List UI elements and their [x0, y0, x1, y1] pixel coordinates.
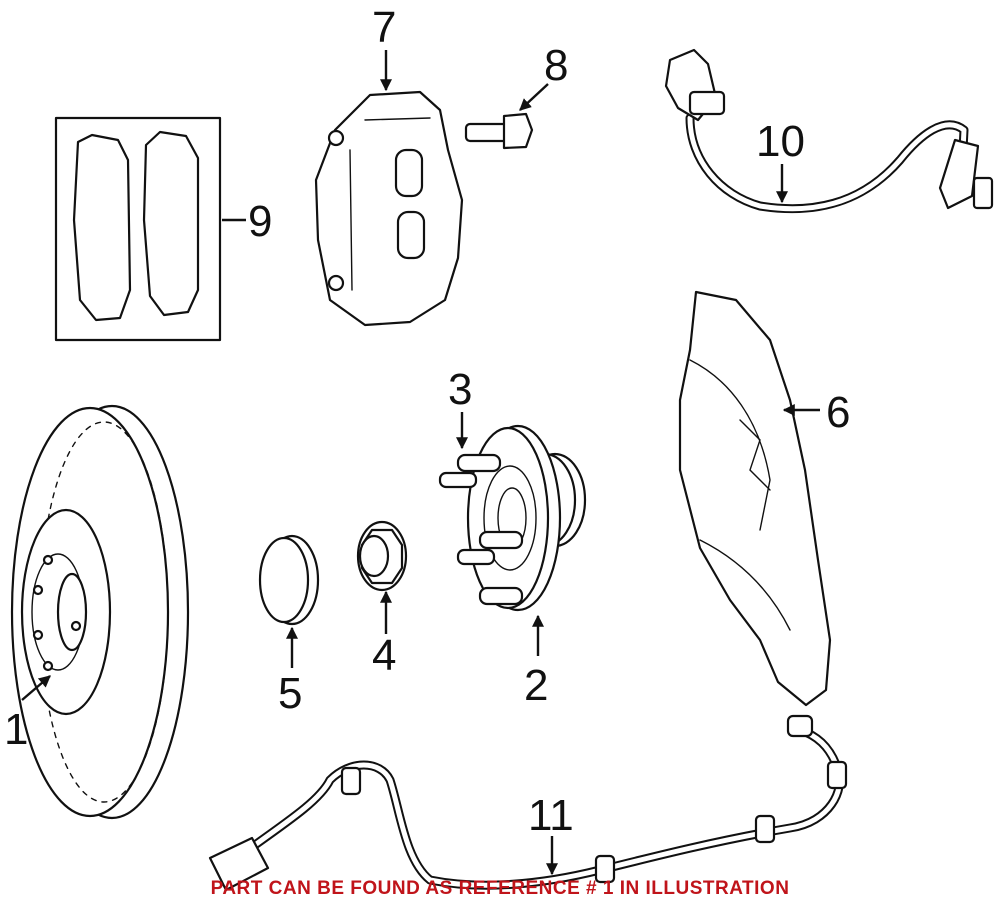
callout-10: 10	[756, 117, 805, 166]
callout-labels: 1 2 3 4 5 6 7 8 9 10 11	[4, 3, 850, 840]
brake-pads	[54, 116, 222, 342]
wheel-hub-bearing	[466, 424, 587, 612]
caliper-bolt	[464, 112, 534, 150]
callout-9: 9	[248, 197, 272, 246]
hub-nut	[356, 520, 408, 592]
dust-cap	[258, 534, 320, 626]
callout-7: 7	[372, 3, 396, 52]
reference-note: PART CAN BE FOUND AS REFERENCE # 1 IN IL…	[211, 878, 790, 899]
wear-sensor-upper	[664, 48, 994, 214]
callout-4: 4	[372, 631, 396, 680]
callout-11: 11	[528, 791, 574, 840]
brake-caliper	[314, 90, 464, 327]
wheel-speed-sensor-wire	[208, 714, 848, 892]
callout-3: 3	[448, 365, 472, 414]
callout-2: 2	[524, 661, 548, 710]
wheel-studs	[438, 453, 524, 606]
callout-8: 8	[544, 41, 568, 90]
callout-6: 6	[826, 388, 850, 437]
brake-rotor	[10, 404, 190, 820]
dust-shield	[678, 290, 832, 707]
callout-5: 5	[278, 669, 302, 718]
callout-1: 1	[4, 705, 28, 754]
leader-lines	[21, 50, 820, 876]
